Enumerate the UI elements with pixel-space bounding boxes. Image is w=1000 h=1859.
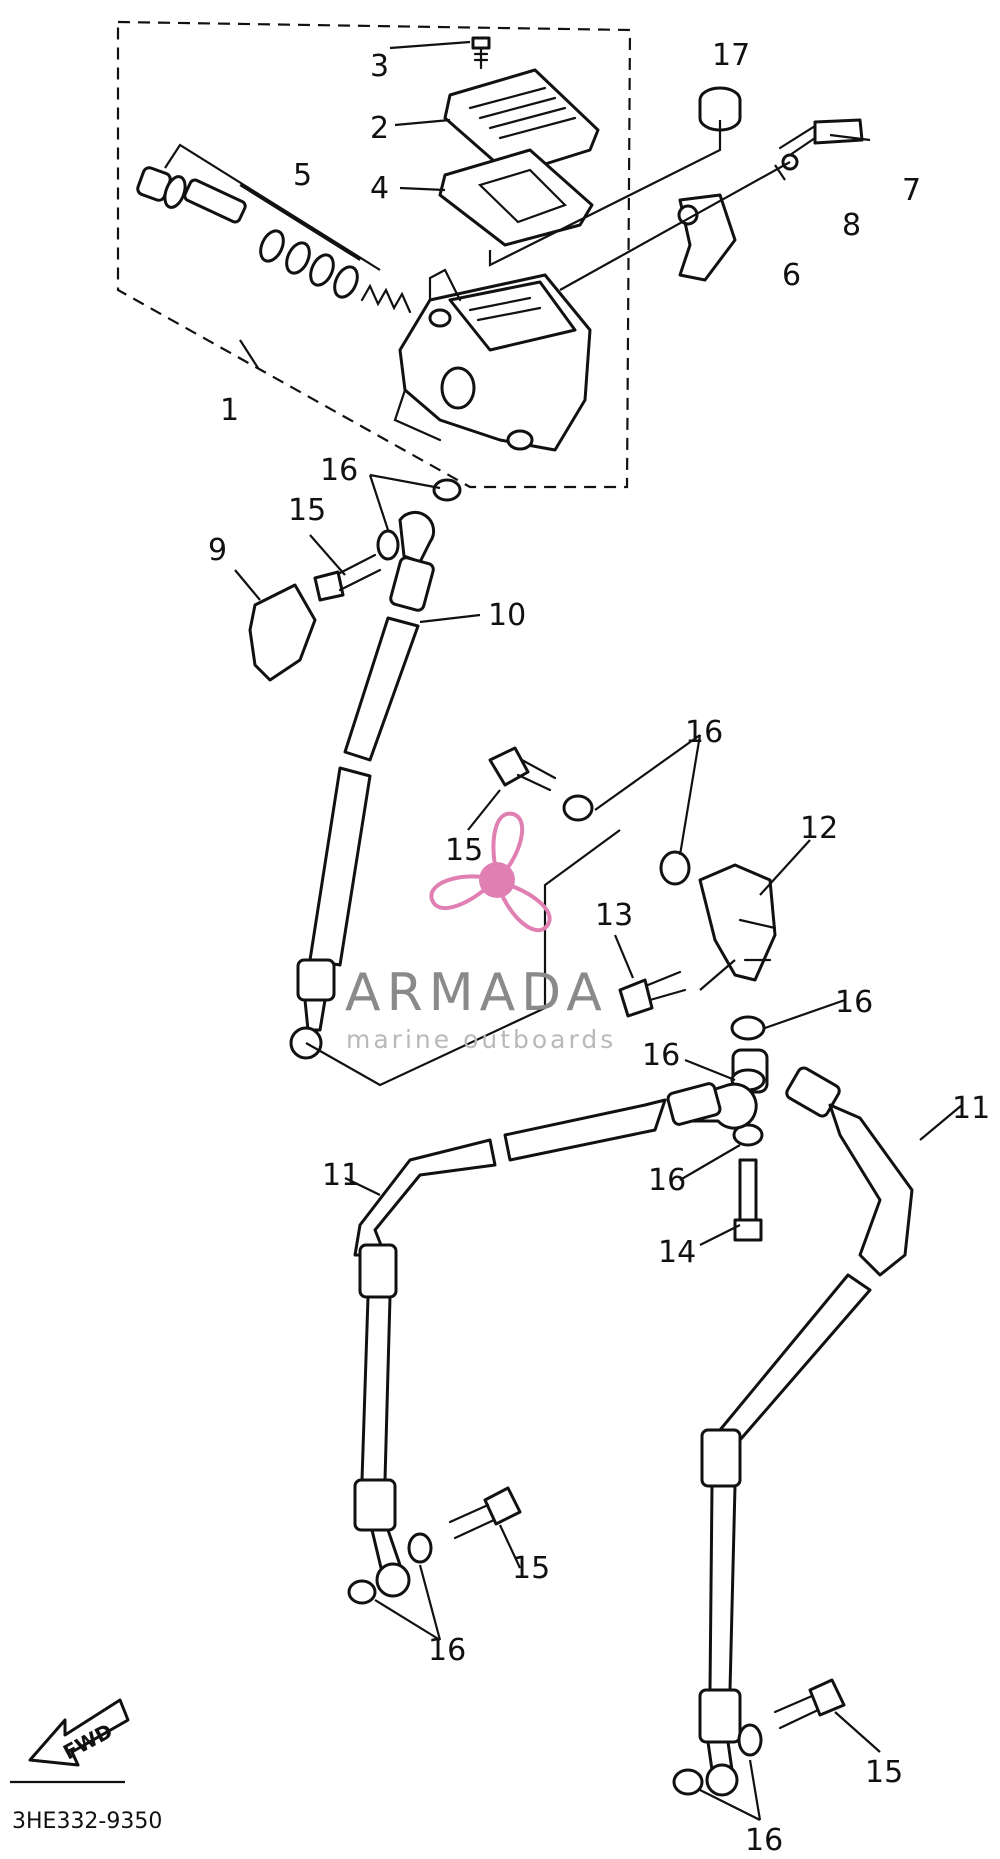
leader-15-mid (467, 789, 501, 831)
callout-9: 9 (208, 533, 227, 568)
callout-16-joint-b: 16 (642, 1038, 680, 1073)
assembly-outline (116, 20, 632, 489)
leader-16-top (368, 473, 441, 531)
callout-16-joint-a: 16 (835, 985, 873, 1020)
part-12-brake-switch (698, 863, 777, 982)
callout-3: 3 (370, 49, 389, 84)
leader-12 (759, 839, 811, 896)
callout-1: 1 (220, 393, 239, 428)
callout-2: 2 (370, 111, 389, 146)
callout-13: 13 (595, 898, 633, 933)
watermark: ARMADA marine outboards (345, 811, 616, 1054)
part-15-union-bolt-lower-left (448, 1486, 522, 1540)
part-16-washer-lower-right-b (672, 1768, 704, 1796)
leader-11-right (919, 1104, 963, 1141)
part-5-piston-kit (136, 143, 412, 314)
leader-13 (613, 934, 635, 979)
leader-1 (239, 339, 259, 369)
leader-16-joint-c (679, 1144, 741, 1181)
leader-2 (394, 118, 451, 127)
leader-16-joint-b (684, 1058, 736, 1082)
leader-17 (488, 120, 722, 267)
leader-10 (419, 613, 481, 624)
callout-15-lower-left: 15 (512, 1551, 550, 1586)
callout-16-mid: 16 (685, 715, 723, 750)
callout-15-mid: 15 (445, 833, 483, 868)
callout-6: 6 (782, 258, 801, 293)
callout-16-joint-c: 16 (648, 1163, 686, 1198)
leader-3 (389, 40, 471, 50)
leader-15-top (309, 534, 346, 576)
part-16-washer-top (432, 478, 462, 502)
part-2-reservoir-cap (443, 68, 600, 177)
part-10-brake-hose (289, 510, 436, 1060)
leader-6 (559, 161, 791, 291)
part-16-washer-lower-left-b (347, 1579, 377, 1605)
callout-12: 12 (800, 811, 838, 846)
callout-8: 8 (842, 208, 861, 243)
callout-11-right: 11 (952, 1091, 990, 1126)
part-16-washer-mid-b (659, 850, 691, 886)
callout-17: 17 (712, 38, 750, 73)
callout-16-top: 16 (320, 453, 358, 488)
callout-14: 14 (658, 1235, 696, 1270)
propeller-icon (429, 811, 552, 933)
callout-15-top: 15 (288, 493, 326, 528)
leader-14 (699, 1224, 741, 1246)
part-15-union-bolt-top (313, 553, 382, 602)
part-16-washer-mid-a (562, 794, 594, 822)
watermark-brand: ARMADA (345, 963, 608, 1023)
leader-4 (399, 186, 446, 192)
leader-16-joint-a (764, 998, 846, 1030)
part-15-union-bolt-mid (488, 746, 557, 792)
part-16-washer-lower-right-a (737, 1723, 763, 1757)
part-1-master-cylinder (393, 268, 592, 452)
callout-5: 5 (293, 158, 312, 193)
callout-7: 7 (902, 173, 921, 208)
part-16-washer-lower-left-a (407, 1532, 433, 1564)
leader-15-lower-right (834, 1711, 881, 1753)
fwd-arrow-icon: FWD (28, 1698, 130, 1767)
part-3-screw (471, 36, 491, 70)
leader-16-mid (594, 734, 702, 856)
leader-11-left (344, 1177, 381, 1196)
callout-10: 10 (488, 598, 526, 633)
leader-15-lower-left (499, 1524, 521, 1569)
leader-7-8 (774, 133, 871, 181)
callout-11-left: 11 (322, 1158, 360, 1193)
callout-16-lower-left: 16 (428, 1633, 466, 1668)
leader-16-lower-right (699, 1759, 762, 1821)
part-16-washer-top-2 (376, 529, 400, 561)
part-11-brake-hose-right (698, 1066, 914, 1797)
callout-labels: 3 2 4 5 17 7 8 6 1 16 15 9 10 16 15 12 1… (208, 38, 990, 1858)
leader-hose-routing (305, 829, 621, 1087)
part-11-brake-hose-left (353, 1082, 758, 1598)
leader-9 (234, 569, 261, 601)
leader-13b (699, 959, 736, 991)
part-15-union-bolt-lower-right (773, 1678, 846, 1730)
part-joint-block (730, 1015, 769, 1242)
callout-15-lower-right: 15 (865, 1755, 903, 1790)
callout-16-lower-right: 16 (745, 1823, 783, 1858)
part-4-diaphragm (438, 148, 594, 247)
callout-4: 4 (370, 171, 389, 206)
part-9-cover (248, 583, 317, 682)
leader-16-lower-left (374, 1564, 442, 1641)
part-code: 3HE332-9350 (12, 1809, 162, 1834)
watermark-tagline: marine outboards (346, 1025, 616, 1054)
part-13-union-bolt (618, 970, 687, 1018)
